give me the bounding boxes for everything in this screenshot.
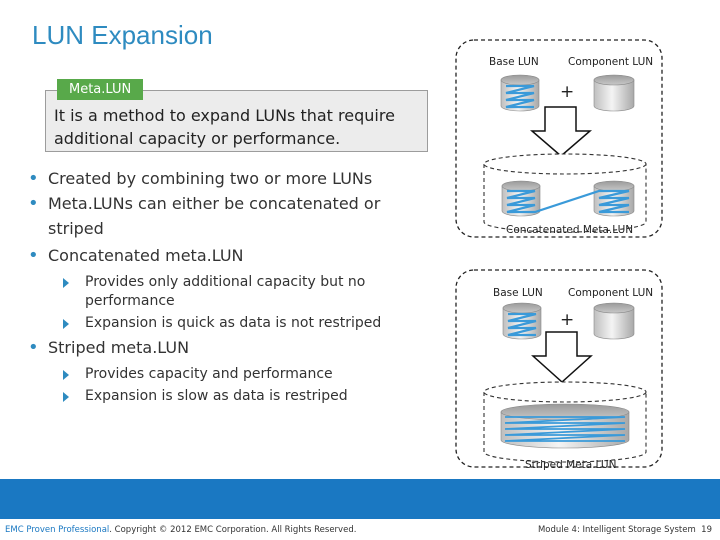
striped-component-lun-label: Component LUN xyxy=(568,287,653,299)
slide-title: LUN Expansion xyxy=(32,20,213,50)
concat-meta-lun-label: Concatenated Meta.LUN xyxy=(506,224,633,236)
concat-component-lun-label: Component LUN xyxy=(568,56,653,68)
sub-bullet-item: Provides capacity and performance xyxy=(28,365,418,384)
footer-module: Module 4: Intelligent Storage System 19 xyxy=(538,525,712,535)
concat-base-lun-icon xyxy=(500,74,540,112)
footer-copyright-text: . Copyright © 2012 EMC Corporation. All … xyxy=(109,525,357,535)
arrow-right-icon xyxy=(63,278,69,288)
definition-box xyxy=(45,90,428,152)
concat-component-lun-icon xyxy=(593,74,635,112)
bullet-dot-icon: • xyxy=(28,245,39,266)
concat-meta-lun-icon xyxy=(483,153,647,233)
sub-bullet-item: Expansion is quick as data is not restri… xyxy=(28,314,418,333)
sub-bullet-item: Expansion is slow as data is restriped xyxy=(28,387,418,406)
definition-text: It is a method to expand LUNs that requi… xyxy=(54,106,395,148)
footer-brand: EMC Proven Professional xyxy=(5,525,110,535)
definition-tag: Meta.LUN xyxy=(57,79,144,100)
bullet-dot-icon: • xyxy=(28,168,39,189)
page-number: 19 xyxy=(701,525,712,535)
bullet-dot-icon: • xyxy=(28,337,39,358)
footer-module-text: Module 4: Intelligent Storage System xyxy=(537,525,696,535)
footer-bar xyxy=(0,479,720,519)
striped-base-lun-label: Base LUN xyxy=(493,287,543,299)
striped-meta-lun-icon xyxy=(483,381,647,463)
bullet-dot-icon: • xyxy=(28,193,39,214)
concat-plus-sign: + xyxy=(560,82,574,102)
bullet-text: Meta.LUNs can either be concatenated or … xyxy=(48,194,381,238)
sub-bullet-text: Provides only additional capacity but no… xyxy=(85,274,366,309)
sub-bullet-item: Provides only additional capacity but no… xyxy=(28,273,418,311)
footer: EMC Proven Professional. Copyright © 201… xyxy=(0,521,720,540)
bullet-text: Striped meta.LUN xyxy=(48,338,190,357)
sub-bullet-text: Expansion is slow as data is restriped xyxy=(85,388,348,404)
arrow-right-icon xyxy=(63,392,69,402)
arrow-right-icon xyxy=(63,319,69,329)
arrow-right-icon xyxy=(63,370,69,380)
striped-down-arrow-icon xyxy=(531,331,593,384)
striped-diagram: Base LUN Component LUN + Striped Meta.LU… xyxy=(455,269,663,471)
striped-component-lun-icon xyxy=(593,302,635,340)
concat-base-lun-label: Base LUN xyxy=(489,56,539,68)
meta-lun-diagram: Base LUN Component LUN + xyxy=(455,39,663,471)
concat-down-arrow-icon xyxy=(529,106,593,157)
striped-plus-sign: + xyxy=(560,310,574,330)
bullet-text: Concatenated meta.LUN xyxy=(48,246,244,265)
bullet-item: • Striped meta.LUN xyxy=(28,335,418,360)
bullet-list: • Created by combining two or more LUNs •… xyxy=(28,166,418,406)
sub-bullet-text: Expansion is quick as data is not restri… xyxy=(85,315,382,331)
striped-base-lun-icon xyxy=(502,302,542,340)
concatenated-diagram: Base LUN Component LUN + xyxy=(455,39,663,238)
footer-copyright: EMC Proven Professional. Copyright © 201… xyxy=(5,525,356,535)
sub-bullet-text: Provides capacity and performance xyxy=(85,366,333,382)
bullet-text: Created by combining two or more LUNs xyxy=(48,169,373,188)
bullet-item: • Created by combining two or more LUNs xyxy=(28,166,418,191)
striped-dashed-frame xyxy=(455,269,663,468)
concatenated-dashed-frame xyxy=(455,39,663,238)
bullet-item: • Concatenated meta.LUN xyxy=(28,243,418,268)
bullet-item: • Meta.LUNs can either be concatenated or… xyxy=(28,191,418,241)
striped-meta-lun-label: Striped Meta.LUN xyxy=(525,459,616,471)
